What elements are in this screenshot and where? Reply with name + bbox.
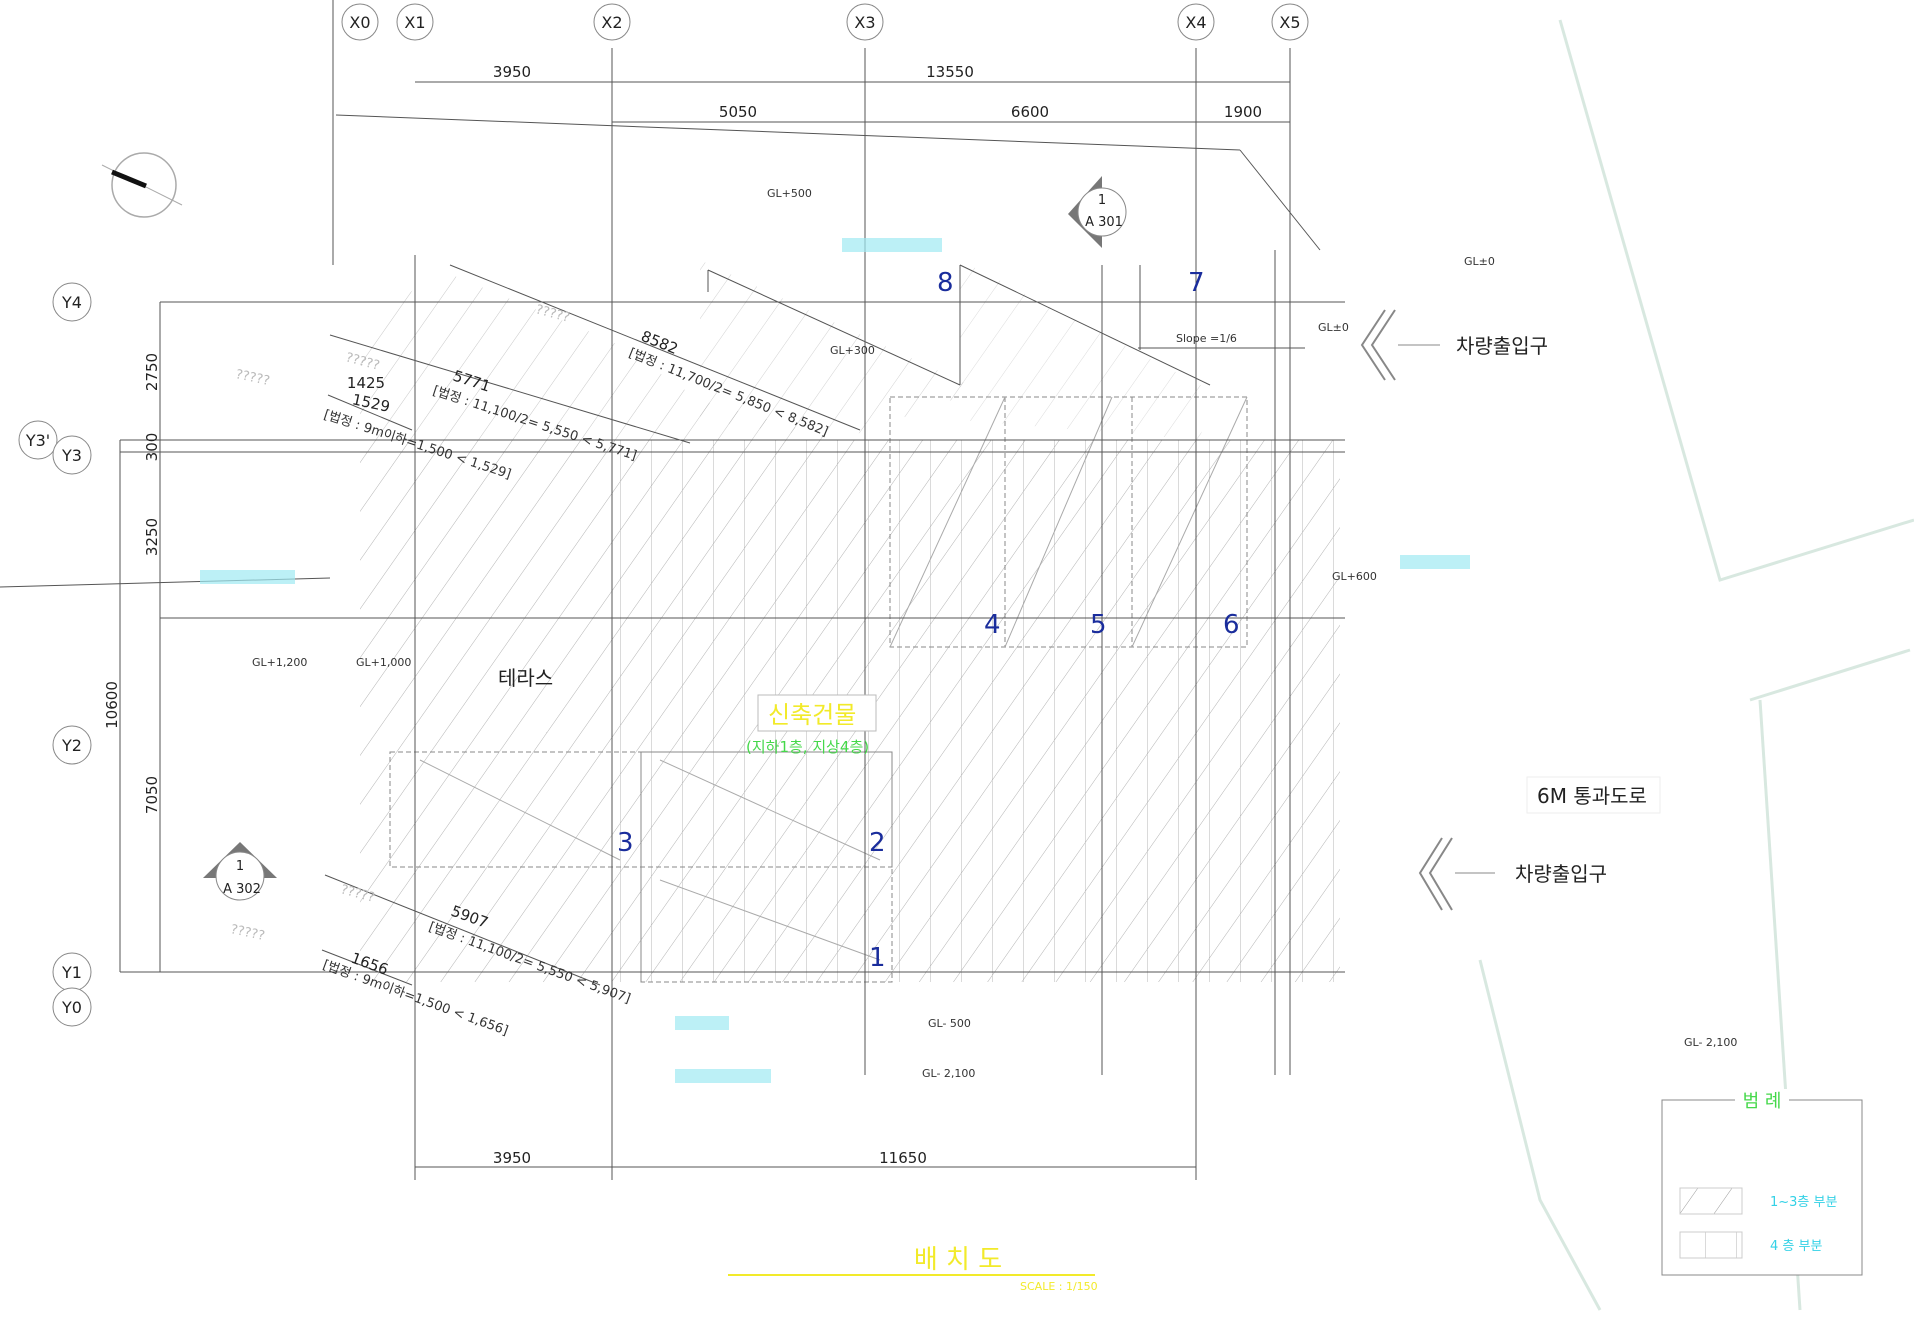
- svg-text:?????: ?????: [229, 922, 266, 944]
- svg-text:X4: X4: [1185, 13, 1206, 32]
- vehicle-entrance-arrow-top: [1360, 309, 1440, 381]
- labels: 테라스 차량출입구 차량출입구 6M 통과도로 신축건물 (지하1층, 지상4층…: [498, 334, 1661, 886]
- svg-text:GL±0: GL±0: [1464, 255, 1495, 268]
- svg-text:3250: 3250: [143, 518, 161, 556]
- svg-text:A 302: A 302: [223, 882, 261, 897]
- grid-bubble-y4: Y4: [52, 282, 92, 322]
- grid-bubble-y3: Y3: [52, 435, 92, 475]
- legend: 범 례 1~3층 부분 4 층 부분: [1661, 1089, 1863, 1276]
- svg-text:3950: 3950: [493, 1149, 531, 1167]
- svg-text:7050: 7050: [143, 776, 161, 814]
- grid-bubble-x5: X5: [1271, 3, 1309, 41]
- svg-text:Y3: Y3: [61, 446, 82, 465]
- grid-bubble-x1: X1: [396, 3, 434, 41]
- svg-text:1: 1: [869, 943, 886, 973]
- svg-text:?????: ?????: [234, 367, 271, 389]
- grid-bubble-x3: X3: [846, 3, 884, 41]
- grid-bubble-y2: Y2: [52, 725, 92, 765]
- svg-text:5050: 5050: [719, 103, 757, 121]
- svg-text:3: 3: [617, 828, 634, 858]
- svg-text:2750: 2750: [143, 353, 161, 391]
- svg-text:GL- 2,100: GL- 2,100: [1684, 1036, 1737, 1049]
- svg-text:GL- 2,100: GL- 2,100: [922, 1067, 975, 1080]
- section-marker-a301: 1 A 301: [1068, 176, 1127, 248]
- svg-text:8: 8: [937, 268, 954, 298]
- dimension-labels: 3950 13550 5050 6600 1900 3950 11650 142…: [103, 63, 1262, 1167]
- svg-text:GL+1,200: GL+1,200: [252, 656, 307, 669]
- svg-text:3950: 3950: [493, 63, 531, 81]
- svg-text:X3: X3: [854, 13, 875, 32]
- svg-text:5: 5: [1090, 610, 1107, 640]
- svg-text:1900: 1900: [1224, 103, 1262, 121]
- grid-bubble-y3prime: Y3': [18, 420, 58, 460]
- svg-text:GL+500: GL+500: [767, 187, 812, 200]
- grid-bubble-x4: X4: [1177, 3, 1215, 41]
- legend-item-2: 4 층 부분: [1770, 1239, 1822, 1254]
- svg-text:GL+600: GL+600: [1332, 570, 1377, 583]
- grid-lines: [119, 0, 1345, 1180]
- grid-bubble-x2: X2: [593, 3, 631, 41]
- car-entrance-label-bottom: 차량출입구: [1515, 862, 1607, 886]
- svg-text:Y2: Y2: [61, 736, 82, 755]
- svg-text:300: 300: [143, 433, 161, 462]
- svg-text:Y3': Y3': [25, 431, 50, 450]
- road-label: 6M 통과도로: [1537, 784, 1647, 808]
- vehicle-entrance-arrow-bottom: [1418, 837, 1495, 911]
- svg-text:1425: 1425: [347, 374, 385, 392]
- legend-item-1: 1~3층 부분: [1770, 1195, 1837, 1210]
- section-marker-a302: 1 A 302: [203, 842, 277, 901]
- svg-text:6: 6: [1223, 610, 1240, 640]
- north-arrow-icon: [101, 152, 183, 218]
- svg-text:A 301: A 301: [1085, 215, 1123, 230]
- svg-text:X0: X0: [349, 13, 370, 32]
- terrace-label: 테라스: [498, 666, 553, 690]
- svg-text:배 치 도: 배 치 도: [914, 1245, 1002, 1275]
- svg-text:GL+1,000: GL+1,000: [356, 656, 411, 669]
- grid-bubbles-x: X0 X1 X2 X3 X4 X5: [341, 3, 1309, 41]
- grid-bubble-y1: Y1: [52, 952, 92, 992]
- cyan-notes: [200, 238, 1470, 1083]
- grid-bubbles-y: Y4 Y3' Y3 Y2 Y1 Y0: [18, 282, 92, 1027]
- drawing-title: 배 치 도 SCALE : 1/150: [728, 1245, 1098, 1293]
- level-markers: GL+500 GL+300 GL±0 GL±0 GL+600 GL+1,200 …: [252, 187, 1737, 1080]
- grid-bubble-x0: X0: [341, 3, 379, 41]
- setback-lines: [321, 264, 861, 986]
- svg-text:6600: 6600: [1011, 103, 1049, 121]
- svg-text:Y4: Y4: [61, 293, 82, 312]
- svg-text:7: 7: [1188, 268, 1205, 298]
- parking-bays: [389, 396, 1248, 983]
- svg-text:SCALE : 1/150: SCALE : 1/150: [1020, 1280, 1098, 1293]
- svg-text:13550: 13550: [926, 63, 974, 81]
- building-label: 신축건물: [768, 701, 856, 729]
- building-footprint: [360, 260, 1340, 982]
- svg-text:1: 1: [236, 859, 244, 874]
- svg-text:2: 2: [869, 828, 886, 858]
- svg-text:10600: 10600: [103, 681, 121, 729]
- svg-text:1: 1: [1098, 193, 1106, 208]
- car-entrance-label-top: 차량출입구: [1456, 334, 1548, 358]
- svg-text:X5: X5: [1279, 13, 1300, 32]
- svg-text:GL±0: GL±0: [1318, 321, 1349, 334]
- dimension-lines: [415, 81, 1290, 1168]
- floors-label: (지하1층, 지상4층): [746, 738, 869, 756]
- parking-numbers: 1 2 3 4 5 6 7 8: [617, 268, 1240, 973]
- legend-title: 범 례: [1743, 1091, 1782, 1112]
- grid-bubble-y0: Y0: [52, 987, 92, 1027]
- svg-text:X1: X1: [404, 13, 425, 32]
- svg-text:GL+300: GL+300: [830, 344, 875, 357]
- svg-text:Y1: Y1: [61, 963, 82, 982]
- svg-text:GL- 500: GL- 500: [928, 1017, 971, 1030]
- svg-text:11650: 11650: [879, 1149, 927, 1167]
- svg-text:4: 4: [984, 610, 1001, 640]
- svg-text:X2: X2: [601, 13, 622, 32]
- svg-text:Y0: Y0: [61, 998, 82, 1017]
- svg-text:Slope =1/6: Slope =1/6: [1176, 332, 1237, 345]
- context-lines: [0, 19, 1914, 1311]
